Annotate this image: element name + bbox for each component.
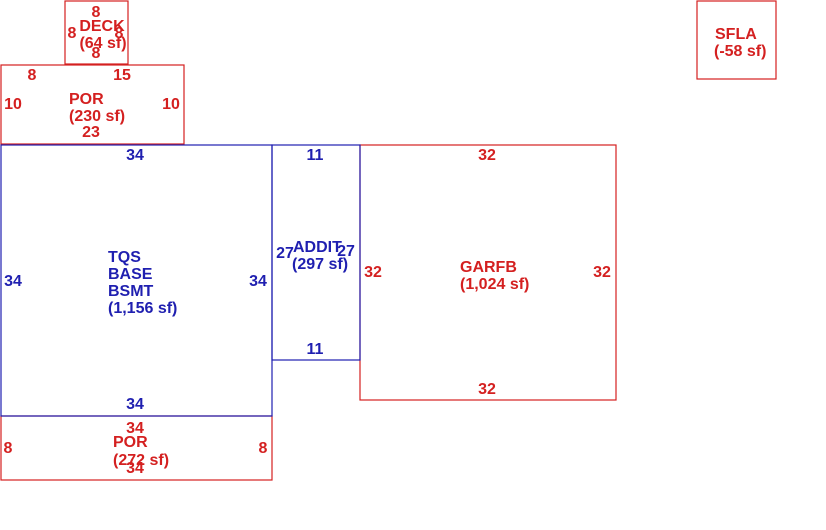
por-bottom-label: POR — [113, 434, 148, 451]
garfb-area-value: (1,024 sf) — [460, 276, 529, 293]
deck-area: 8 8 8 DECK (64 sf) 8 — [64, 0, 129, 65]
deck-dim-right: 8 — [115, 25, 124, 42]
sfla-label: SFLA — [715, 26, 757, 43]
addit-area: 11 27 ADDIT 27 (297 sf) 11 — [271, 144, 361, 361]
deck-dim-left: 8 — [68, 25, 77, 42]
por-top-dim-bottom: 23 — [82, 124, 100, 141]
por-bottom-dim-top: 34 — [126, 420, 144, 437]
base-dim-left: 34 — [4, 273, 22, 290]
base-bsmt-area: 34 34 34 TQS BASE BSMT (1,156 sf) 34 — [0, 144, 273, 417]
addit-area-value: (297 sf) — [292, 256, 348, 273]
deck-label: DECK — [79, 18, 125, 35]
addit-outline — [271, 144, 361, 361]
base-label-line1: TQS — [108, 249, 141, 266]
base-dim-bottom: 34 — [126, 396, 144, 413]
addit-label: ADDIT — [293, 239, 342, 256]
por-bottom-dim-right: 8 — [259, 440, 268, 457]
por-top-area: 8 15 10 10 POR (230 sf) 23 — [0, 64, 185, 145]
por-top-area-value: (230 sf) — [69, 108, 125, 125]
addit-dim-right: 27 — [337, 243, 355, 260]
garfb-dim-left: 32 — [364, 264, 382, 281]
sfla-area: SFLA (-58 sf) — [696, 0, 777, 80]
addit-dim-bottom: 11 — [307, 341, 324, 358]
por-bottom-dim-bottom: 34 — [126, 460, 144, 477]
deck-area-value: (64 sf) — [79, 35, 126, 52]
garfb-dim-bottom: 32 — [478, 381, 496, 398]
deck-outline — [64, 0, 129, 65]
por-top-dim-top-left: 8 — [28, 67, 37, 84]
addit-dim-left: 27 — [276, 245, 294, 262]
sfla-area-value: (-58 sf) — [714, 43, 766, 60]
por-bottom-dim-left: 8 — [4, 440, 13, 457]
por-top-label: POR — [69, 91, 104, 108]
base-area-value: (1,156 sf) — [108, 300, 177, 317]
por-top-dim-left: 10 — [4, 96, 22, 113]
base-dim-right: 34 — [249, 273, 267, 290]
garfb-dim-top: 32 — [478, 147, 496, 164]
base-label-line2: BASE — [108, 266, 153, 283]
por-top-dim-top-right: 15 — [113, 67, 131, 84]
garfb-label: GARFB — [460, 259, 517, 276]
por-top-outline — [0, 64, 185, 145]
garfb-dim-right: 32 — [593, 264, 611, 281]
addit-dim-top: 11 — [307, 147, 324, 164]
por-bottom-area-value: (272 sf) — [113, 452, 169, 469]
sfla-outline — [696, 0, 777, 80]
garfb-area: 32 32 32 GARFB (1,024 sf) 32 — [359, 144, 617, 401]
base-label-line3: BSMT — [108, 283, 154, 300]
base-dim-top: 34 — [126, 147, 144, 164]
por-bottom-area: 34 8 8 POR (272 sf) 34 — [0, 415, 273, 481]
deck-dim-bottom: 8 — [92, 45, 101, 62]
deck-dim-top: 8 — [92, 4, 101, 21]
por-top-dim-right: 10 — [162, 96, 180, 113]
